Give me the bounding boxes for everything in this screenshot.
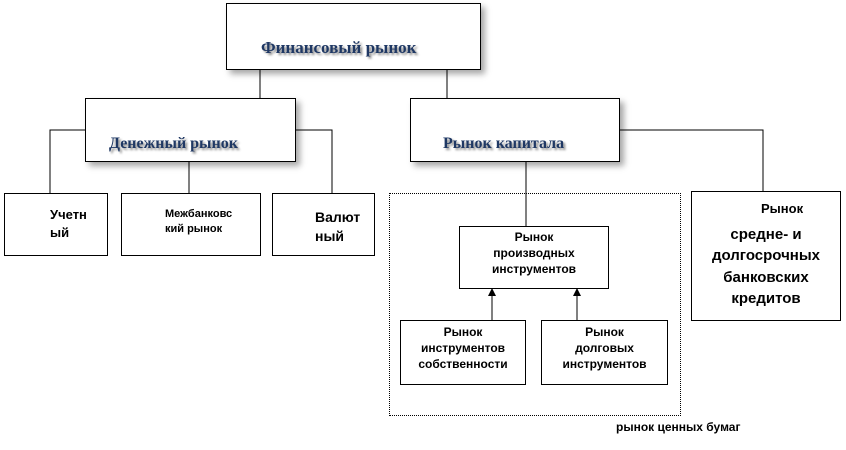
capital-to-credit-connector [620,129,764,191]
money-market-label: Денежный рынок [109,135,238,152]
debt-market-line-2: долговых [575,341,634,356]
derivatives-market-label: Рынок производных инструментов [459,229,609,278]
currency-market-line-2: ный [315,227,345,244]
derivatives-market-line-2: производных [493,246,575,261]
money-market-box [85,98,296,162]
derivatives-market-line-1: Рынок [514,230,554,244]
securities-market-caption: рынок ценных бумаг [616,420,741,434]
capital-market-box [410,98,620,162]
bank-credit-market-line-4: банковских [723,268,809,286]
money-to-currency-connector [296,129,333,193]
debt-market-line-3: инструментов [562,357,647,372]
debt-market-box [541,320,668,385]
bank-credit-market-line-5: кредитов [731,289,801,307]
bank-credit-market-line-3: долгосрочных [711,247,821,265]
root-label: Финансовый рынок [261,38,417,57]
debt-market-label: Рынок долговых инструментов [541,324,668,373]
discount-market-line-1: Учетн [50,207,87,222]
bank-credit-market-label: средне- и долгосрочных банковских кредит… [691,224,841,309]
equity-market-line-2: инструментов [420,341,506,356]
discount-market-box [4,193,108,256]
interbank-market-line-1: Межбанковс [165,208,233,220]
equity-market-line-1: Рынок [443,325,483,339]
interbank-market-label: Межбанковс кий рынок [165,207,232,237]
interbank-market-box [121,193,261,256]
currency-market-line-1: Валют [315,209,361,225]
discount-market-line-2: ый [50,224,70,240]
securities-market-region [389,193,681,416]
root-box [226,3,481,70]
equity-market-label: Рынок инструментов собственности [400,324,526,373]
derivatives-market-line-3: инструментов [491,262,577,277]
bank-credit-market-title: Рынок [761,201,804,216]
interbank-market-line-2: кий рынок [165,222,223,235]
bank-credit-market-line-2: средне- и [730,226,802,243]
equity-market-box [400,320,526,385]
bank-credit-market-box [691,191,841,321]
debt-market-line-1: Рынок [585,325,624,339]
currency-market-box [272,193,375,256]
capital-market-label: Рынок капитала [443,135,565,152]
derivatives-market-box [459,226,609,289]
money-to-discount-connector [49,129,85,195]
currency-market-label: Валют ный [315,208,360,246]
equity-market-line-3: собственности [418,357,508,372]
discount-market-label: Учетн ый [50,206,87,241]
